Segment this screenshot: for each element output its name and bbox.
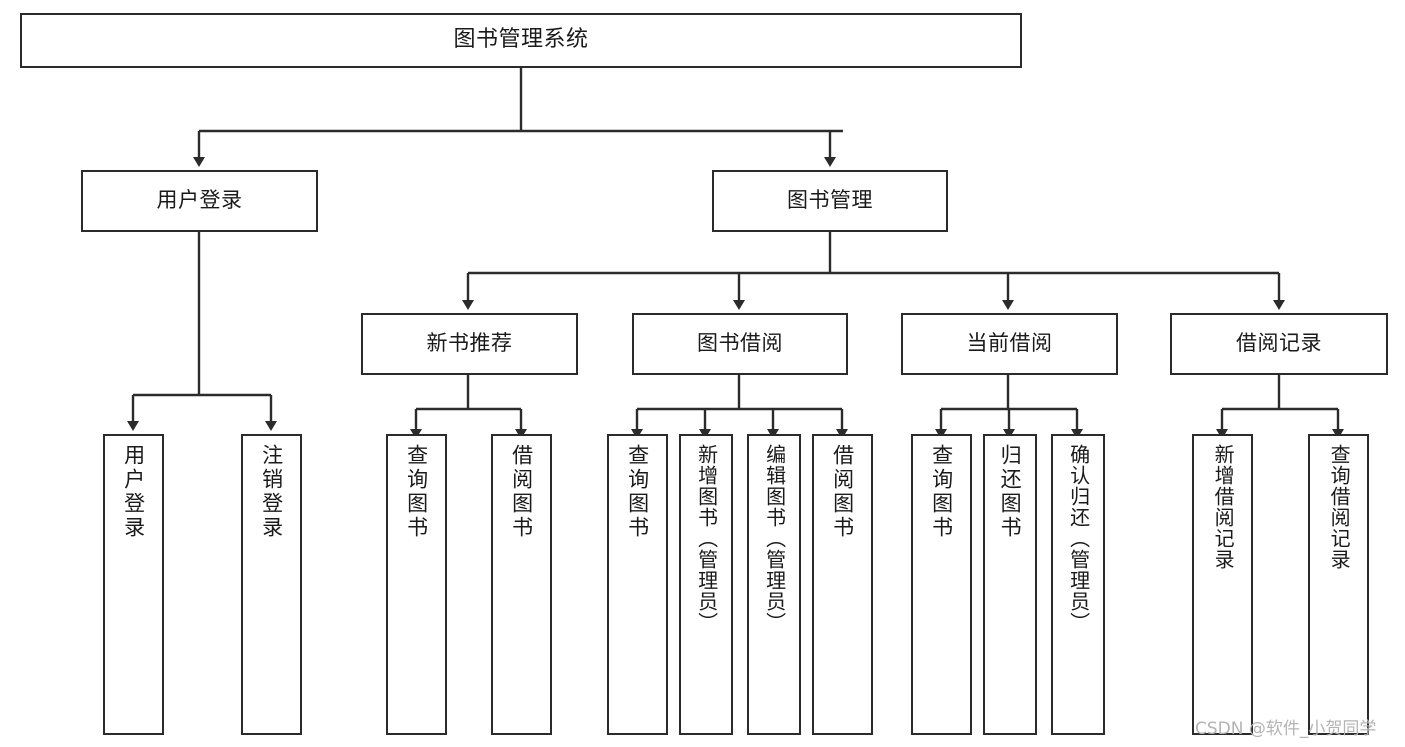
- node-leaf-confirm-return-label: 确认归还（管理员）: [1066, 444, 1091, 633]
- node-borrow-record-label: 借阅记录: [1236, 331, 1322, 356]
- node-book-borrow[interactable]: 图书借阅: [632, 313, 848, 375]
- node-book-manage[interactable]: 图书管理: [712, 170, 948, 232]
- node-leaf-query-book-2[interactable]: 查询图书: [607, 434, 668, 735]
- node-leaf-borrow-book-1[interactable]: 借阅图书: [491, 434, 552, 735]
- node-leaf-edit-book[interactable]: 编辑图书（管理员）: [747, 434, 801, 735]
- node-leaf-query-book-3-label: 查询图书: [929, 444, 954, 540]
- node-leaf-add-record[interactable]: 新增借阅记录: [1192, 434, 1253, 735]
- csdn-watermark: CSDN @软件_小贺同学: [1195, 719, 1377, 739]
- node-leaf-add-book[interactable]: 新增图书（管理员）: [679, 434, 733, 735]
- node-leaf-query-book-1[interactable]: 查询图书: [386, 434, 447, 735]
- node-user-login-label: 用户登录: [156, 188, 243, 213]
- node-new-book-rec[interactable]: 新书推荐: [361, 313, 578, 375]
- node-book-borrow-label: 图书借阅: [697, 331, 783, 356]
- node-root-label: 图书管理系统: [453, 27, 589, 53]
- node-user-login[interactable]: 用户登录: [81, 170, 318, 232]
- node-leaf-logout-label: 注销登录: [259, 444, 284, 540]
- node-leaf-query-book-3[interactable]: 查询图书: [911, 434, 972, 735]
- node-leaf-edit-book-label: 编辑图书（管理员）: [762, 444, 787, 633]
- node-leaf-return-book[interactable]: 归还图书: [983, 434, 1037, 735]
- node-current-borrow[interactable]: 当前借阅: [901, 313, 1118, 375]
- node-current-borrow-label: 当前借阅: [966, 331, 1053, 356]
- node-book-manage-label: 图书管理: [787, 188, 873, 213]
- node-leaf-user-login[interactable]: 用户登录: [103, 434, 164, 735]
- node-leaf-add-book-label: 新增图书（管理员）: [694, 444, 719, 633]
- node-leaf-borrow-book-2[interactable]: 借阅图书: [812, 434, 873, 735]
- node-leaf-query-book-1-label: 查询图书: [404, 444, 429, 540]
- node-leaf-confirm-return[interactable]: 确认归还（管理员）: [1051, 434, 1105, 735]
- node-leaf-user-login-label: 用户登录: [121, 444, 146, 540]
- node-root[interactable]: 图书管理系统: [20, 13, 1022, 68]
- node-leaf-borrow-book-1-label: 借阅图书: [509, 444, 534, 540]
- node-leaf-borrow-book-2-label: 借阅图书: [830, 444, 855, 540]
- node-borrow-record[interactable]: 借阅记录: [1170, 313, 1388, 375]
- node-leaf-add-record-label: 新增借阅记录: [1211, 444, 1236, 570]
- node-leaf-query-book-2-label: 查询图书: [625, 444, 650, 540]
- node-new-book-rec-label: 新书推荐: [426, 331, 513, 356]
- node-leaf-logout[interactable]: 注销登录: [241, 434, 302, 735]
- node-leaf-query-record[interactable]: 查询借阅记录: [1308, 434, 1369, 735]
- node-leaf-query-record-label: 查询借阅记录: [1327, 444, 1352, 570]
- node-leaf-return-book-label: 归还图书: [998, 444, 1023, 540]
